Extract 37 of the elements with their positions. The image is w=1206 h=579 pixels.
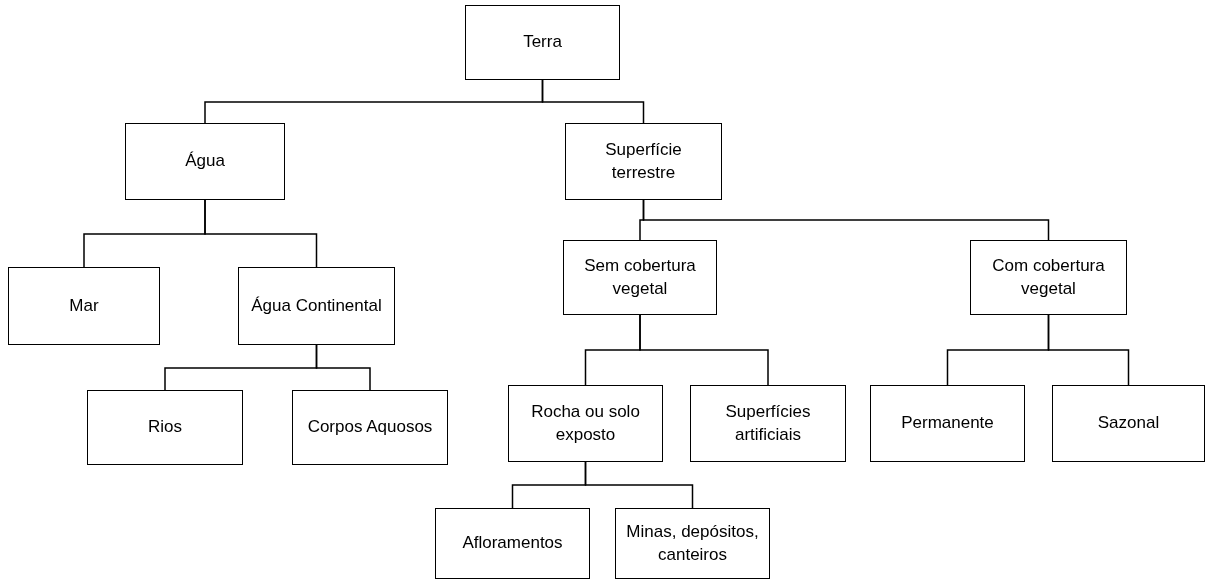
connector-line bbox=[642, 199, 1050, 241]
connector-line bbox=[204, 199, 318, 268]
connector-line bbox=[315, 344, 371, 391]
category-label: Rocha ou solo exposto bbox=[530, 401, 641, 446]
category-label: Sem cobertura vegetal bbox=[583, 255, 697, 300]
category-label: Água Continental bbox=[251, 294, 382, 317]
connector-line bbox=[541, 79, 645, 124]
category-box bbox=[87, 390, 243, 465]
category-box bbox=[615, 508, 770, 579]
category-label: Terra bbox=[523, 31, 562, 54]
category-label: Minas, depósitos, canteiros bbox=[625, 521, 760, 566]
connector-line bbox=[584, 461, 694, 509]
category-box bbox=[508, 385, 663, 462]
category-label: Com cobertura vegetal bbox=[991, 255, 1106, 300]
category-label: Sazonal bbox=[1097, 412, 1160, 435]
category-box bbox=[1052, 385, 1205, 462]
category-box bbox=[690, 385, 846, 462]
category-label: Corpos Aquosos bbox=[307, 416, 433, 439]
category-box bbox=[970, 240, 1127, 315]
category-box bbox=[870, 385, 1025, 462]
category-label: Permanente bbox=[901, 412, 994, 435]
category-box bbox=[565, 123, 722, 200]
category-label: Superfícies artificiais bbox=[724, 401, 812, 446]
category-box bbox=[125, 123, 285, 200]
category-box bbox=[8, 267, 160, 345]
category-label: Afloramentos bbox=[462, 532, 563, 555]
category-box bbox=[435, 508, 590, 579]
category-box bbox=[563, 240, 717, 315]
category-label: Rios bbox=[148, 416, 182, 439]
connector-line bbox=[1047, 314, 1130, 386]
category-label: Água bbox=[185, 150, 225, 173]
category-label: Superfície terrestre bbox=[604, 139, 683, 184]
category-box bbox=[292, 390, 448, 465]
category-box bbox=[238, 267, 395, 345]
category-box bbox=[465, 5, 620, 80]
connector-line bbox=[639, 314, 769, 386]
category-label: Mar bbox=[69, 294, 99, 317]
